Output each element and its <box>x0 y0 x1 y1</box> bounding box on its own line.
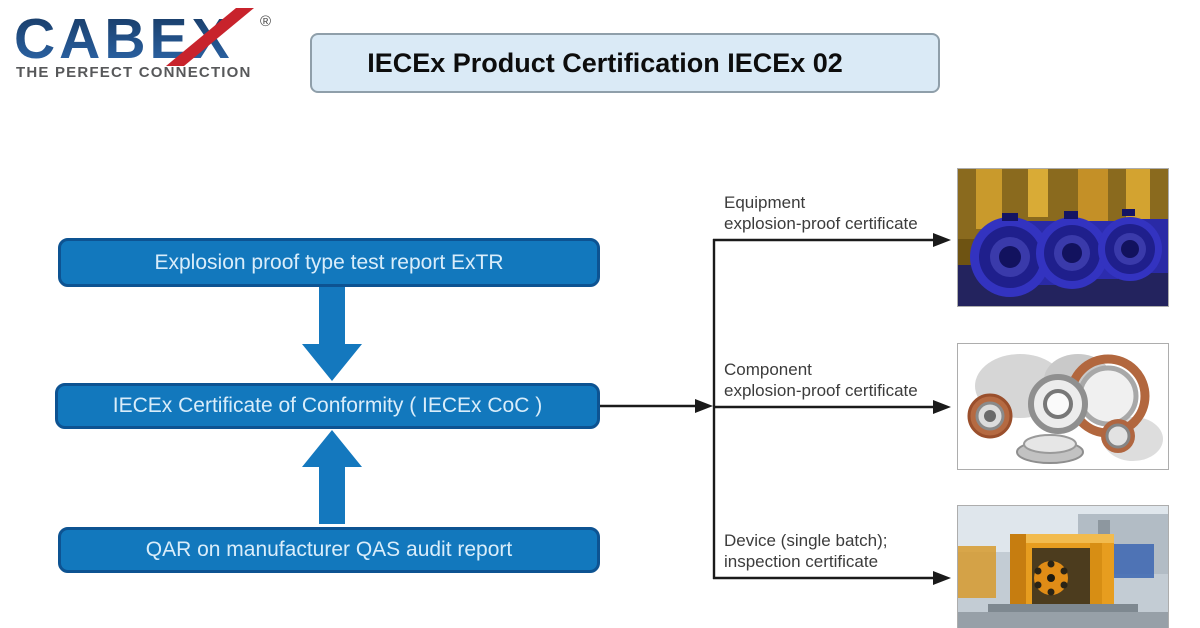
page-title: IECEx Product Certification IECEx 02 <box>310 33 940 93</box>
equipment-photo <box>957 168 1169 307</box>
flow-box-extr-label: Explosion proof type test report ExTR <box>154 250 504 274</box>
coc-output-arrowhead-icon <box>695 399 713 413</box>
logo-wordmark: CABEX <box>14 8 234 70</box>
flow-box-coc: IECEx Certificate of Conformity ( IECEx … <box>55 383 600 429</box>
branch-label-device: Device (single batch); inspection certif… <box>724 530 887 572</box>
flow-arrow-up-icon <box>302 430 362 524</box>
flow-arrow-down-icon <box>302 287 362 381</box>
page-title-text: IECEx Product Certification IECEx 02 <box>367 47 843 78</box>
flow-box-coc-label: IECEx Certificate of Conformity ( IECEx … <box>112 394 543 417</box>
bearing-cluster <box>967 354 1163 464</box>
orange-machine <box>1010 534 1114 620</box>
logo-wordmark-graphic: CABEX ® <box>14 8 271 70</box>
component-photo <box>957 343 1169 470</box>
branch-label-equipment-line1: Equipment <box>724 193 806 212</box>
yellow-machine-illustration <box>958 506 1168 628</box>
branch-label-component-line2: explosion-proof certificate <box>724 381 918 400</box>
brand-logo: CABEX ® THE PERFECT CONNECTION <box>14 8 314 90</box>
equipment-arrowhead-icon <box>933 233 951 247</box>
flow-box-extr: Explosion proof type test report ExTR <box>58 238 600 287</box>
branch-label-component-line1: Component <box>724 360 812 379</box>
logo-x-red-stroke-icon <box>166 8 254 66</box>
factory-background <box>958 506 1168 612</box>
logo-tagline: THE PERFECT CONNECTION <box>16 64 252 81</box>
device-photo <box>957 505 1169 628</box>
motor-row <box>970 209 1168 297</box>
branch-connector-lines <box>600 238 936 580</box>
branch-label-device-line2: inspection certificate <box>724 552 879 571</box>
branch-label-equipment: Equipment explosion-proof certificate <box>724 192 918 234</box>
flow-box-qar: QAR on manufacturer QAS audit report <box>58 527 600 573</box>
flow-box-qar-label: QAR on manufacturer QAS audit report <box>145 538 513 561</box>
blue-motors-illustration <box>958 169 1168 306</box>
component-arrowhead-icon <box>933 400 951 414</box>
branch-label-equipment-line2: explosion-proof certificate <box>724 214 918 233</box>
registered-mark: ® <box>260 13 271 30</box>
branch-label-component: Component explosion-proof certificate <box>724 359 918 401</box>
steel-bearings-illustration <box>958 344 1168 469</box>
device-arrowhead-icon <box>933 571 951 585</box>
branch-label-device-line1: Device (single batch); <box>724 531 888 550</box>
